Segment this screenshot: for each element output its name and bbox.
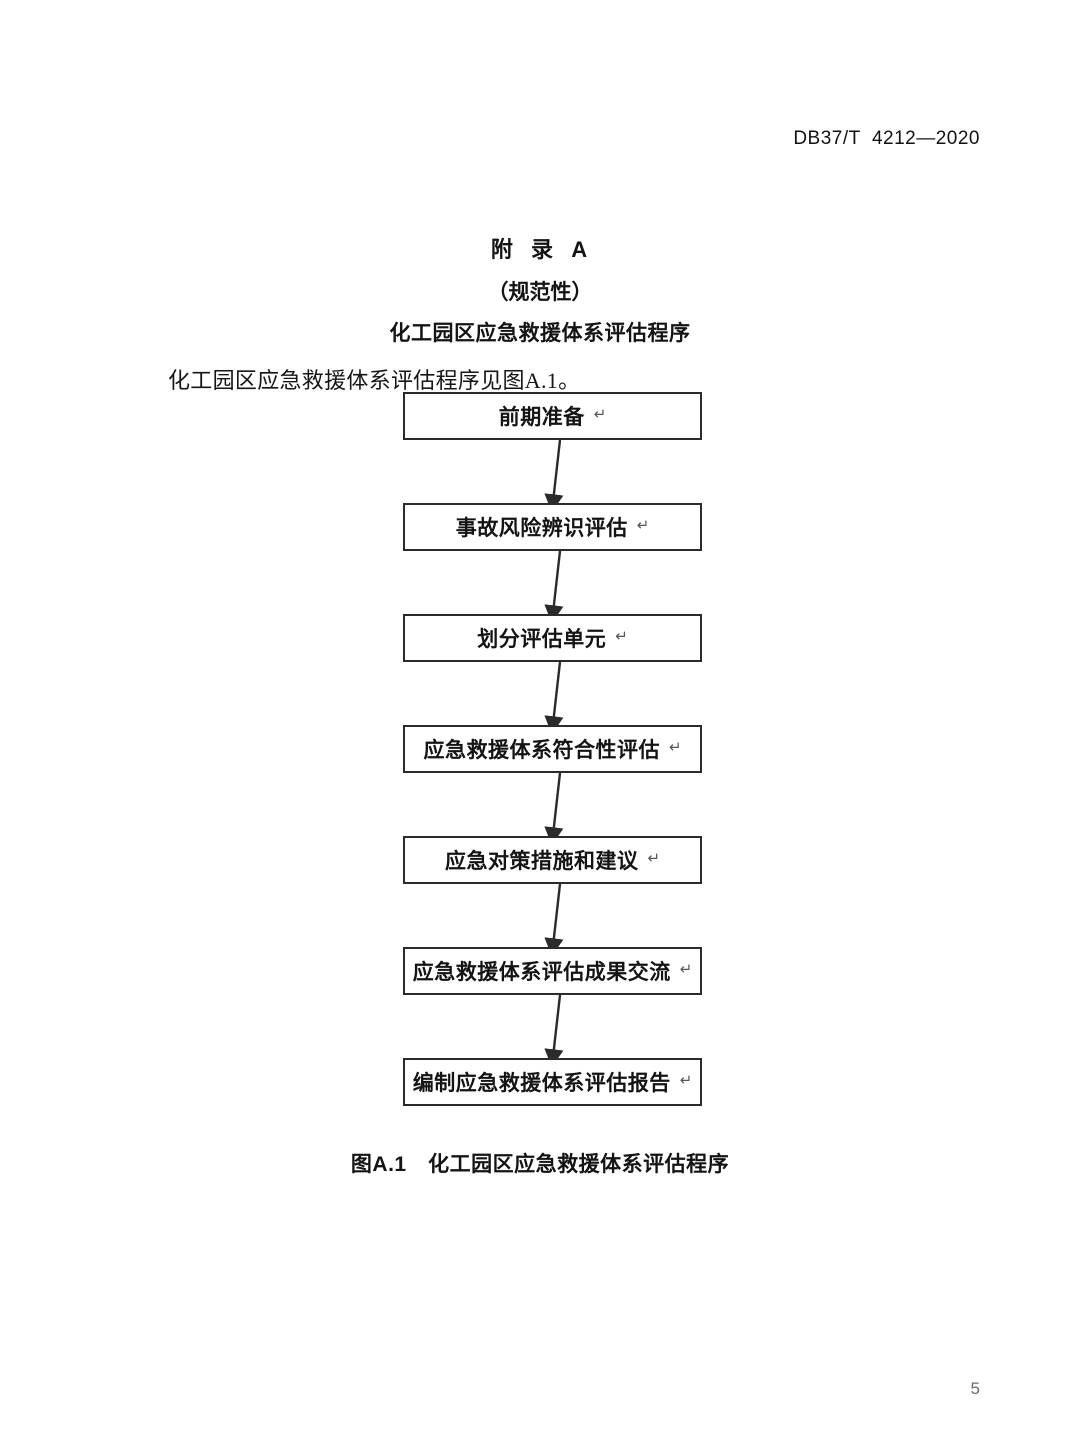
- flow-node-label: 划分评估单元: [477, 628, 607, 651]
- paragraph-return-icon: ↵: [647, 849, 661, 867]
- figure-caption: 图A.1 化工园区应急救援体系评估程序: [350, 1153, 730, 1176]
- flow-node-n1: 前期准备 ↵: [403, 392, 702, 440]
- annex-title: 附 录 A: [490, 237, 590, 262]
- evaluation-procedure-flowchart: 前期准备↵事故风险辨识评估↵划分评估单元↵应急救援体系符合性评估↵应急对策措施和…: [403, 392, 703, 1112]
- flow-arrow-n6-to-n7: [544, 994, 564, 1068]
- paragraph-return-icon: ↵: [636, 516, 650, 534]
- flow-arrow-n1-to-n2: [544, 439, 564, 513]
- flow-node-label: 编制应急救援体系评估报告: [412, 1072, 671, 1095]
- flow-node-label: 应急救援体系评估成果交流: [412, 961, 671, 984]
- paragraph-return-icon: ↵: [679, 960, 693, 978]
- flow-arrow-n4-to-n5: [544, 772, 564, 846]
- flowchart-connectors: [544, 439, 564, 1068]
- flow-arrow-n3-to-n4: [544, 661, 564, 735]
- flow-node-n4: 应急救援体系符合性评估 ↵: [403, 725, 702, 773]
- flow-arrow-n5-to-n6: [544, 883, 564, 957]
- page-number: 5: [970, 1379, 980, 1398]
- flow-node-n3: 划分评估单元 ↵: [403, 614, 702, 662]
- flow-node-n2: 事故风险辨识评估 ↵: [403, 503, 702, 551]
- annex-subject-title: 化工园区应急救援体系评估程序: [389, 322, 691, 345]
- paragraph-return-icon: ↵: [668, 738, 682, 756]
- flow-node-n5: 应急对策措施和建议 ↵: [403, 836, 702, 884]
- flow-node-label: 应急救援体系符合性评估: [423, 739, 660, 762]
- flow-node-label: 应急对策措施和建议: [444, 850, 639, 873]
- running-header-standard-number: DB37/T 4212—2020: [793, 128, 980, 149]
- annex-kind-label: （规范性）: [487, 281, 593, 304]
- annex-heading-block: 附 录 A （规范性） 化工园区应急救援体系评估程序: [0, 232, 1080, 347]
- paragraph-return-icon: ↵: [615, 627, 628, 645]
- paragraph-return-icon: ↵: [679, 1071, 693, 1089]
- flow-node-n6: 应急救援体系评估成果交流 ↵: [403, 947, 702, 995]
- flow-node-n7: 编制应急救援体系评估报告 ↵: [403, 1058, 702, 1106]
- paragraph-return-icon: ↵: [593, 405, 607, 423]
- flow-arrow-n2-to-n3: [544, 550, 564, 624]
- lead-paragraph: 化工园区应急救援体系评估程序见图A.1。: [168, 368, 581, 393]
- flow-node-label: 前期准备: [498, 406, 585, 429]
- flow-node-label: 事故风险辨识评估: [455, 517, 628, 540]
